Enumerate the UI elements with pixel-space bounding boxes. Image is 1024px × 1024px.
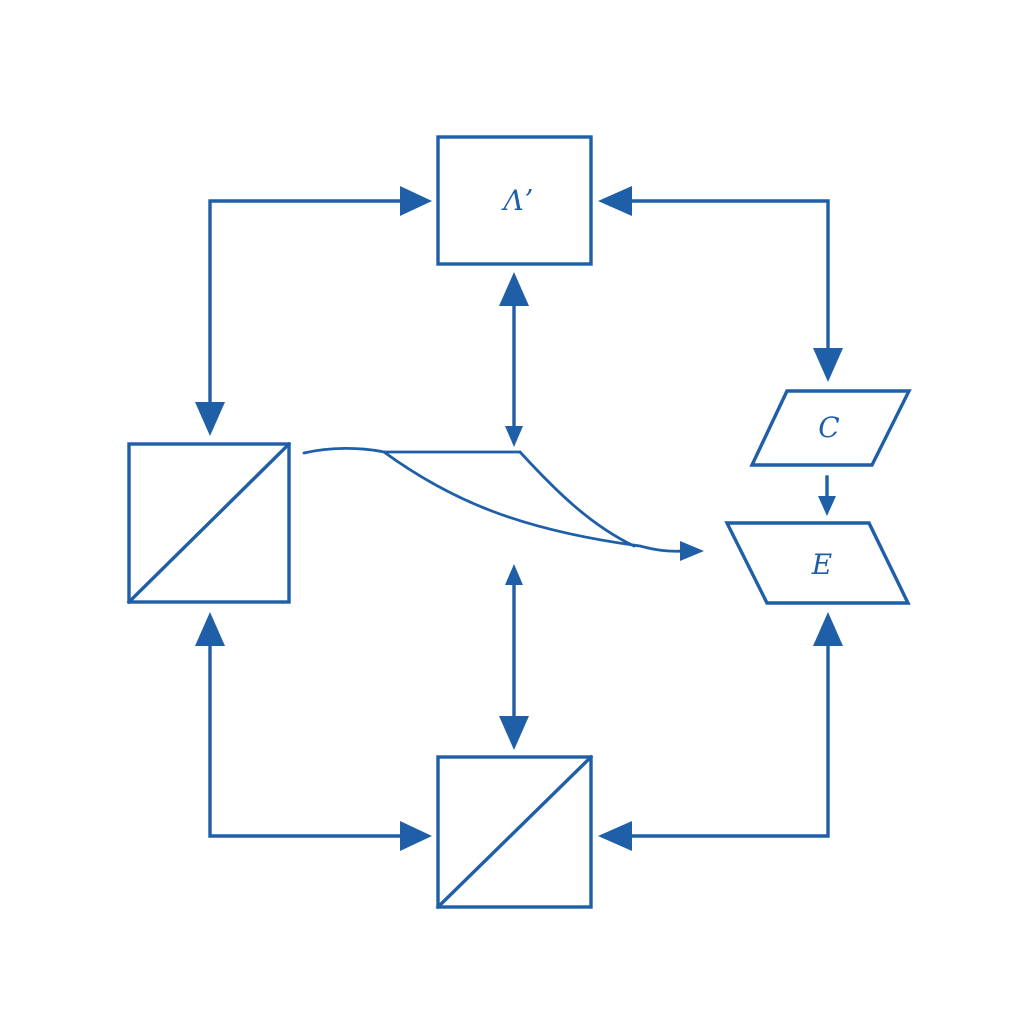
arrowhead-top-middle-down	[505, 426, 523, 447]
arrowhead-bottom-e-e	[813, 612, 843, 646]
node-left-box	[127, 442, 291, 604]
arrowhead-left-bottom-left	[195, 612, 225, 646]
node-left-diagonal	[126, 441, 292, 605]
curve-flow-main	[302, 446, 686, 553]
arrowhead-c-e	[818, 496, 836, 516]
arrowhead-curve-flow	[680, 541, 704, 561]
arrowhead-middle-bottom-up	[505, 564, 523, 585]
arrowhead-top-c-top	[598, 186, 632, 216]
node-top-label: Λʼ	[500, 184, 532, 217]
arrowhead-left-top-left	[195, 402, 225, 436]
node-bottom-diagonal	[435, 754, 594, 910]
arrowhead-left-top-top	[400, 186, 432, 216]
node-c-label: C	[818, 411, 839, 444]
arrowhead-left-bottom-bottom	[400, 821, 432, 851]
arrowhead-middle-bottom-down	[499, 716, 529, 750]
node-top: Λʼ	[436, 135, 593, 266]
node-left	[126, 441, 292, 605]
node-c: C	[749, 389, 912, 467]
curve-flow-inner	[518, 450, 636, 548]
edge-bottom-e	[630, 644, 830, 838]
edge-left-top	[208, 199, 412, 412]
node-e: E	[724, 521, 911, 605]
node-bottom-box	[436, 755, 593, 909]
node-bottom	[435, 754, 594, 910]
arrowhead-top-c-c	[813, 348, 843, 382]
edge-top-c	[625, 199, 830, 354]
node-c-shape	[749, 389, 912, 467]
edge-left-bottom	[208, 642, 406, 838]
node-e-label: E	[811, 548, 832, 581]
arrowhead-top-middle-up	[499, 272, 529, 306]
arrowhead-bottom-e-bottom	[598, 821, 632, 851]
node-top-box	[436, 135, 593, 266]
node-e-shape	[724, 521, 911, 605]
